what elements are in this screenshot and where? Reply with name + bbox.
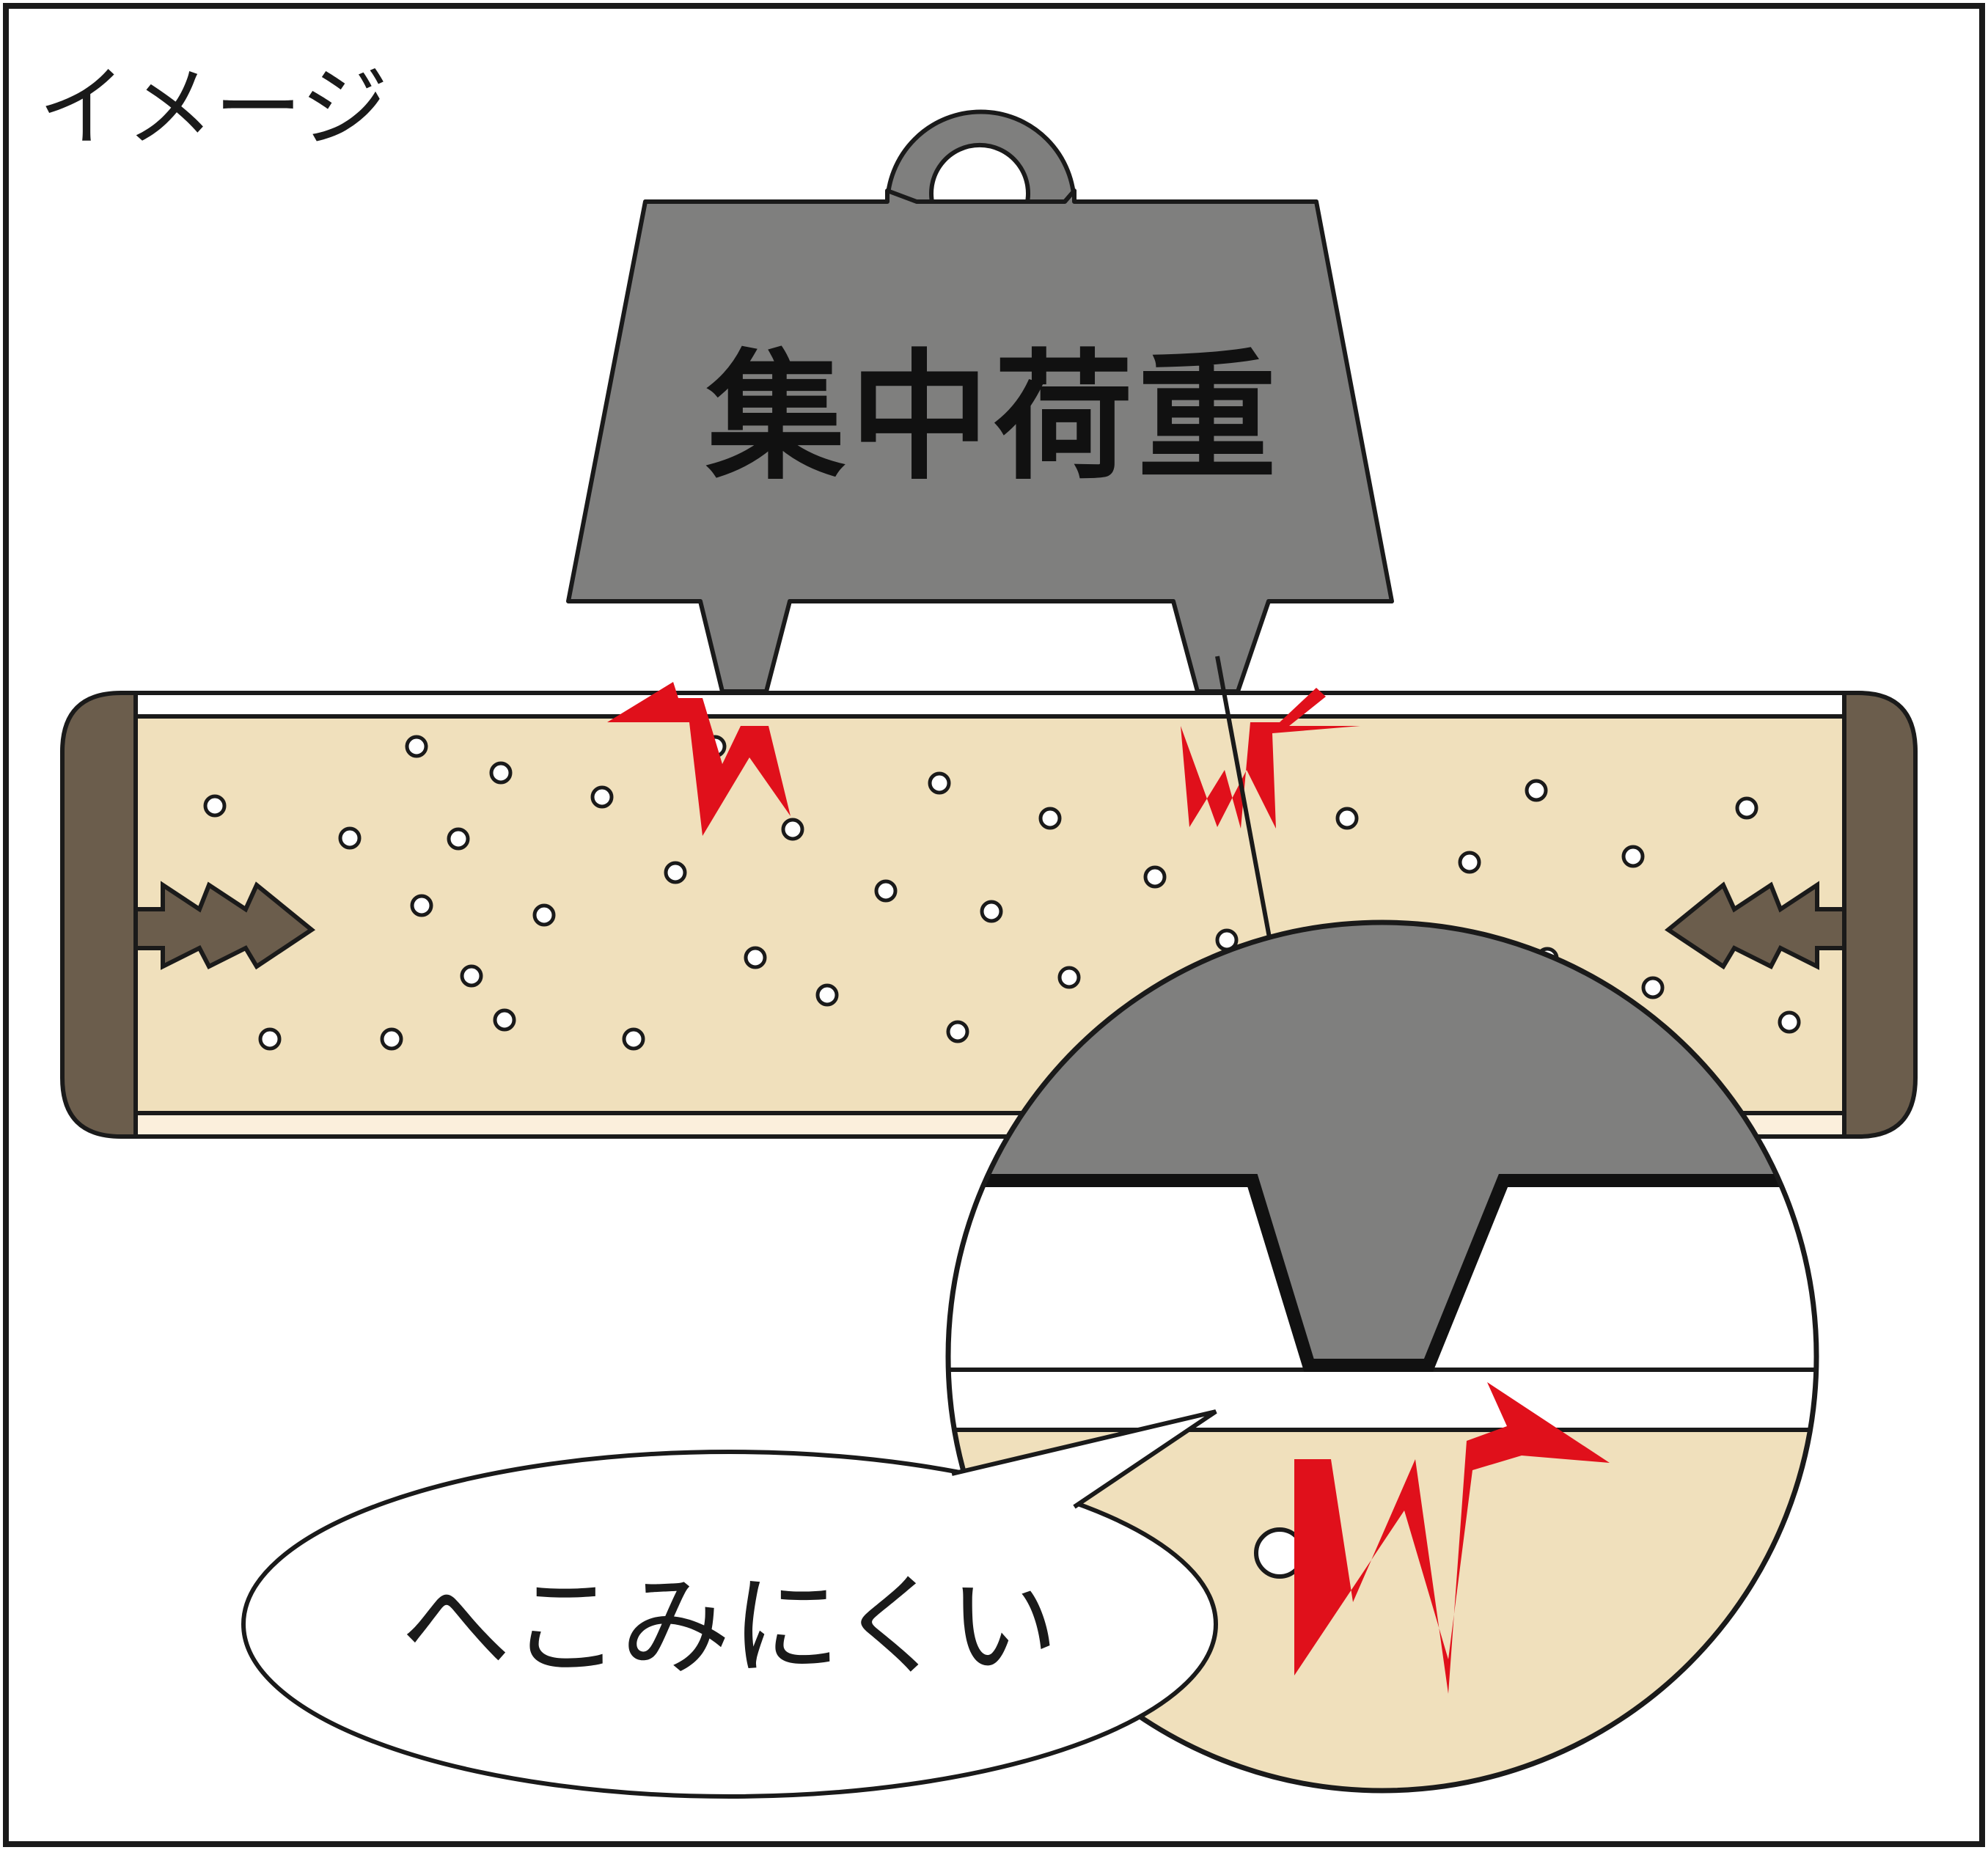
pore bbox=[380, 1027, 403, 1051]
pore bbox=[338, 826, 362, 850]
board bbox=[60, 691, 1918, 1139]
board-top-face bbox=[133, 691, 1846, 719]
weight-icon: 集中荷重 bbox=[566, 109, 1394, 694]
pore bbox=[1458, 851, 1481, 874]
weight-label: 集中荷重 bbox=[705, 337, 1281, 499]
pore bbox=[1621, 845, 1645, 868]
magnifier-connector bbox=[1215, 656, 1274, 954]
zoom-weight-outline bbox=[948, 1174, 1816, 1372]
speech-bubble-text: へこみにくい bbox=[400, 1563, 1058, 1691]
corner-label: イメージ bbox=[38, 57, 389, 159]
board-pores bbox=[203, 735, 1801, 1051]
pore bbox=[447, 827, 470, 851]
pore bbox=[744, 946, 767, 969]
pore bbox=[1057, 966, 1081, 989]
pore bbox=[1038, 807, 1062, 830]
zoom-weight-foot bbox=[948, 922, 1816, 1365]
speech-bubble-tail-outline bbox=[951, 1409, 1217, 1509]
pore bbox=[622, 1027, 645, 1051]
pore bbox=[1735, 796, 1758, 820]
impact-mark-icon bbox=[1294, 1382, 1610, 1694]
speech-bubble-tail bbox=[952, 1412, 1216, 1535]
pore bbox=[405, 735, 428, 758]
pore bbox=[980, 900, 1003, 923]
pore bbox=[928, 771, 951, 795]
pore bbox=[1641, 976, 1665, 999]
speech-bubble-icon: へこみにくい bbox=[241, 1409, 1218, 1799]
magnifier-rim bbox=[945, 920, 1819, 1794]
compression-arrow-icon bbox=[133, 881, 316, 970]
pore bbox=[781, 818, 804, 841]
impact-mark-icon bbox=[1181, 688, 1360, 829]
impact-mark-icon bbox=[607, 682, 791, 836]
pore bbox=[590, 785, 614, 809]
board-end-cap-right bbox=[1842, 691, 1918, 1139]
pore bbox=[1778, 1010, 1801, 1034]
pore bbox=[460, 964, 483, 988]
compression-arrow-icon bbox=[1664, 881, 1846, 970]
weight-body bbox=[566, 188, 1394, 694]
board-end-cap-left bbox=[60, 691, 138, 1139]
pore bbox=[664, 861, 687, 884]
pore bbox=[1143, 865, 1167, 889]
pore bbox=[203, 794, 227, 818]
pore bbox=[874, 879, 898, 903]
pore bbox=[1335, 807, 1359, 830]
speech-bubble-body bbox=[241, 1450, 1218, 1799]
pore bbox=[489, 761, 513, 785]
pore bbox=[532, 903, 556, 927]
pore bbox=[410, 894, 433, 917]
pore bbox=[946, 1020, 969, 1043]
pore bbox=[815, 983, 839, 1007]
pore bbox=[258, 1027, 282, 1051]
pore bbox=[1525, 779, 1548, 802]
pore bbox=[493, 1008, 516, 1032]
